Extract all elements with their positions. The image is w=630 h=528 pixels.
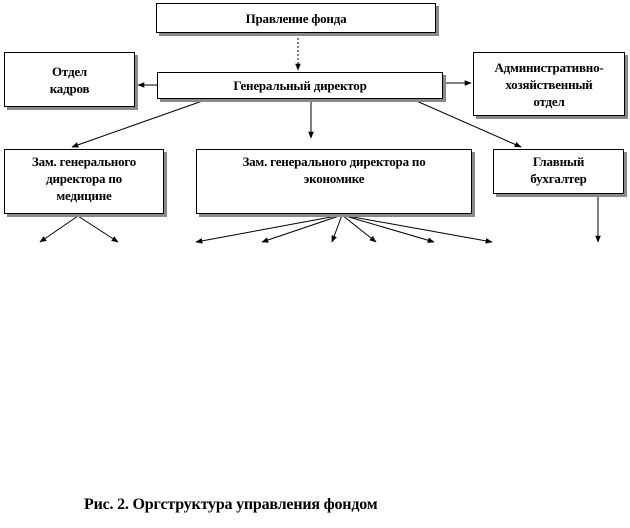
node-label-line: Генеральный директор: [233, 78, 367, 93]
arrow-med-sub-1: [39, 215, 79, 243]
arrow-director-to-accountant: [411, 98, 522, 148]
arrow-med-sub-2: [77, 215, 119, 243]
node-label-line: директора по: [46, 171, 122, 186]
arrow-econ-sub-5: [341, 214, 435, 243]
arrow-director-to-med: [71, 98, 209, 148]
node-label-line: отдел: [533, 93, 565, 109]
arrow-econ-sub-6: [341, 214, 493, 244]
node-label-line: бухгалтер: [530, 171, 587, 186]
node-label-line: Административно-: [494, 59, 604, 75]
node-label-line: кадров: [49, 80, 90, 96]
node-general-director: Генеральный директор: [157, 72, 443, 99]
node-label-line: Зам. генерального: [31, 154, 137, 169]
node-label-line: Зам. генерального директора по: [242, 154, 426, 169]
node-label-line: Главный: [532, 154, 585, 169]
node-label-line: хозяйственный: [505, 76, 593, 92]
node-deputy-economics: Зам. генерального директора по экономике: [196, 149, 472, 214]
arrow-econ-sub-3: [331, 214, 343, 243]
node-label-line: медицине: [56, 188, 112, 203]
arrow-econ-sub-1: [195, 214, 343, 244]
node-label-line: Правление фонда: [245, 10, 347, 26]
figure-caption: Рис. 2. Оргструктура управления фондом: [84, 496, 378, 513]
arrow-econ-sub-2: [261, 214, 343, 243]
node-label-line: экономике: [303, 171, 365, 186]
arrow-econ-sub-4: [341, 214, 377, 243]
node-chief-accountant: Главный бухгалтер: [493, 149, 624, 194]
node-deputy-medicine: Зам. генерального директора по медицине: [4, 149, 164, 214]
node-board: Правление фонда: [156, 3, 436, 33]
node-label-line: Отдел: [52, 63, 87, 79]
